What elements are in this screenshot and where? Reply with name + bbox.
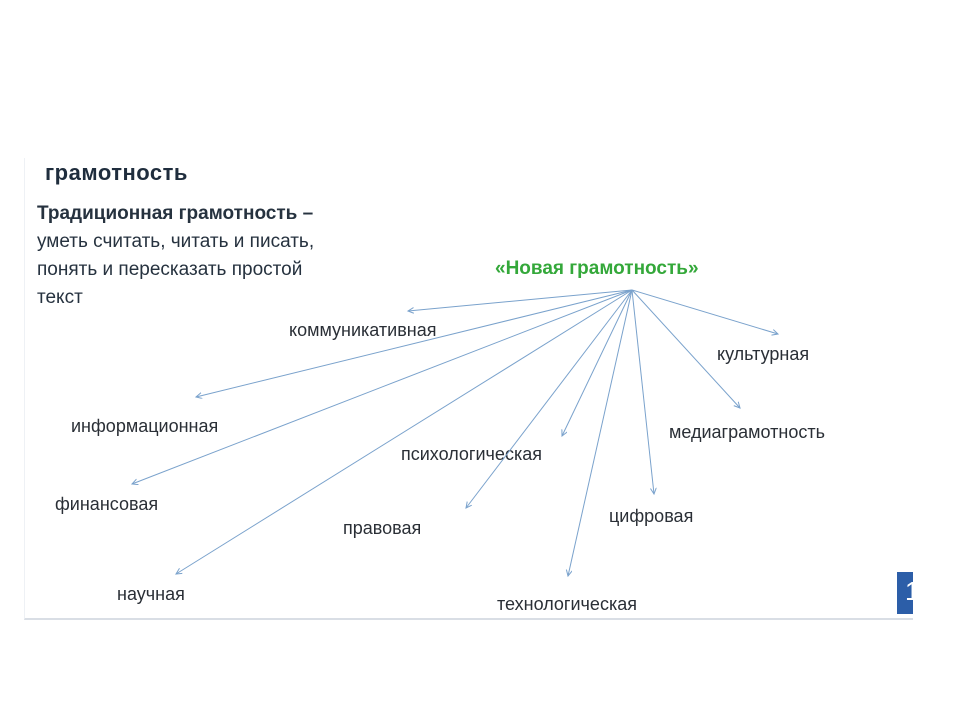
branch-legal: правовая (343, 518, 422, 538)
branch-technological: технологическая (497, 594, 637, 614)
logo-text: АССОЦИАЦИЯ РАЗВИ ФИНАНСОВОЙ ГРАМОТ (825, 172, 915, 190)
traditional-line-2: уметь считать, читать и писать, (37, 231, 315, 252)
header-title: грамотность (45, 160, 188, 185)
traditional-literacy-text: Традиционная грамотность – уметь считать… (37, 200, 427, 312)
traditional-line-4: текст (37, 287, 83, 308)
branch-psychological: психологическая (401, 444, 542, 464)
arrow-to-financial (132, 289, 633, 484)
page-number-box (897, 572, 913, 614)
page-number: 1 (905, 576, 920, 606)
branch-media-literacy: медиаграмотность (669, 422, 825, 442)
logo-line-2: ФИНАНСОВОЙ ГРАМОТ (825, 182, 906, 189)
arrow-to-digital (631, 289, 654, 494)
arrow-to-psychological (562, 289, 633, 436)
logo-line-1: АССОЦИАЦИЯ РАЗВИ (825, 173, 900, 180)
branch-digital: цифровая (609, 506, 694, 526)
slide: грамотность АССОЦИАЦИЯ РАЗВИ ФИНАНСОВОЙ … (24, 158, 919, 620)
arrow-to-legal (466, 289, 633, 508)
new-literacy-title: «Новая грамотность» (495, 258, 699, 279)
arrow-to-scientific (176, 289, 633, 574)
branch-communicative: коммуникативная (289, 320, 437, 340)
arrow-to-media-literacy (631, 289, 740, 408)
branch-informational: информационная (71, 416, 219, 436)
header: грамотность (25, 158, 913, 188)
branch-cultural: культурная (717, 344, 810, 364)
traditional-line-3: понять и пересказать простой (37, 259, 303, 280)
traditional-title: Традиционная грамотность – (37, 203, 314, 224)
arrow-to-technological (568, 289, 633, 576)
arrow-to-cultural (631, 289, 778, 334)
arrow-to-informational (196, 289, 633, 397)
branch-financial: финансовая (55, 494, 159, 514)
arrow-to-communicative (408, 289, 633, 311)
branch-scientific: научная (117, 584, 185, 604)
